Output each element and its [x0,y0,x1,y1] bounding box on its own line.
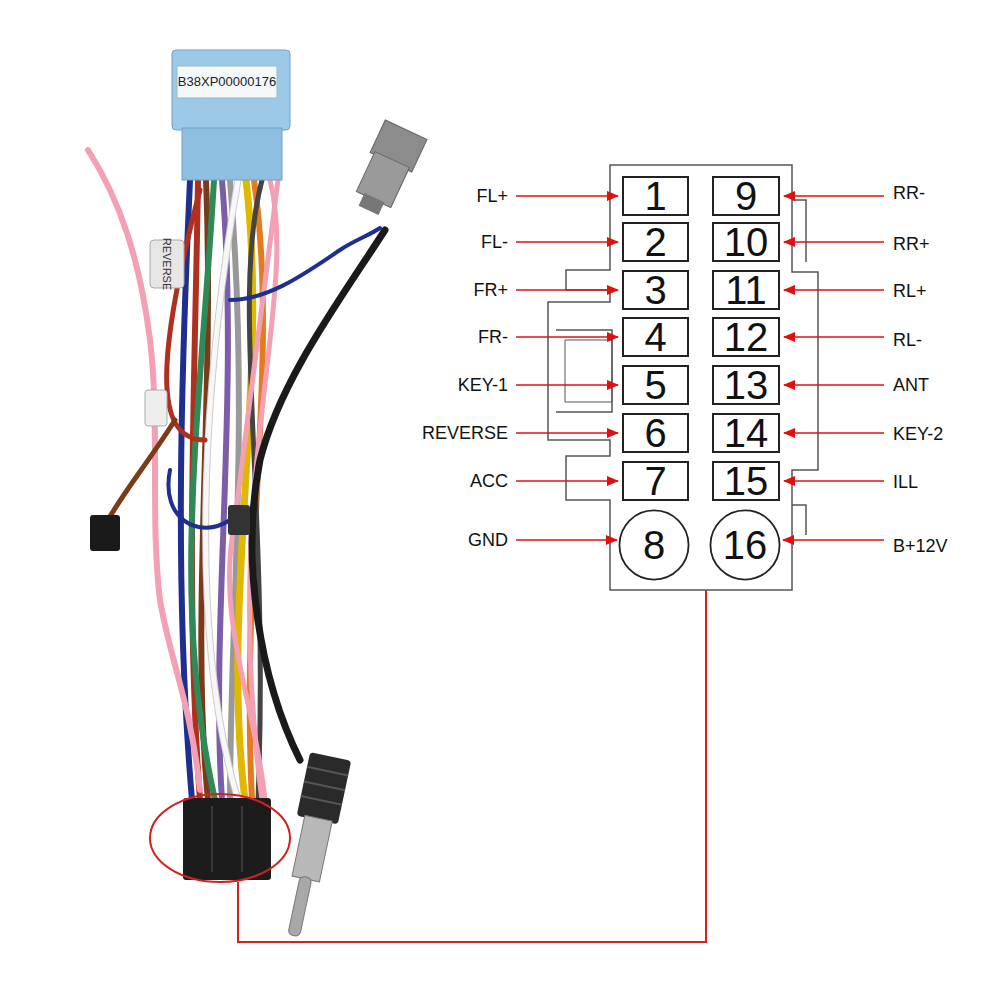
pin-number: 4 [644,317,666,357]
pin-number: 14 [724,413,769,453]
housing-rib [792,505,806,535]
pin-circle: 16 [709,509,781,581]
signal-name: KEY-1 [458,374,508,396]
pin-number: 11 [725,270,767,310]
pin-box: 3 [622,270,689,310]
connector-code: B38XP00000176 [178,71,276,93]
signal-name: ACC [470,470,508,492]
wire-tag-label: REVERSE [156,238,178,291]
signal-name: RR- [893,182,925,204]
pin-number: 13 [724,365,769,405]
pin-box: 12 [712,317,780,357]
signal-name: RR+ [893,233,930,255]
signal-name: FL- [481,231,508,253]
harness-plug [183,798,271,880]
pin-box: 5 [622,365,689,405]
pin-number: 2 [644,222,666,262]
pin-box: 1 [622,176,689,216]
pin-number: 6 [644,413,666,453]
link-line [238,590,706,942]
housing-rib [792,200,806,262]
pin-number: 7 [644,461,666,501]
signal-name: FR- [478,326,508,348]
signal-name: FR+ [473,279,508,301]
blue-connector [172,50,290,130]
small-plug [90,515,120,551]
pin-number: 12 [724,317,769,357]
pin-number: 9 [735,176,757,216]
pin-box: 10 [712,222,780,262]
signal-name: REVERSE [422,422,508,444]
pin-number: 16 [723,525,768,565]
pin-box: 15 [712,461,780,501]
pin-number: 1 [644,176,666,216]
pin-box: 2 [622,222,689,262]
pin-circle: 8 [618,509,690,581]
pin-number: 10 [724,222,769,262]
wire-bundle [88,150,385,800]
signal-name: RL- [893,329,922,351]
pin-box: 13 [712,365,780,405]
pin-box: 7 [622,461,689,501]
cable-clip [228,505,250,535]
pin-number: 8 [643,525,665,565]
signal-name: B+12V [893,535,948,557]
housing-latch [565,340,612,402]
signal-name: FL+ [476,185,508,207]
signal-name: ANT [893,374,929,396]
connector-sticker [177,66,277,98]
pin-number: 5 [644,365,666,405]
pin-box: 14 [712,413,780,453]
pin-box: 11 [712,270,780,310]
housing-latch [556,330,612,412]
wire-tag [145,390,167,426]
antenna-plug [272,752,351,940]
leader-arrows [516,196,884,540]
highlight-ellipse [150,794,290,882]
signal-name: GND [468,529,508,551]
pin-number: 15 [724,461,769,501]
pin-box: 4 [622,317,689,357]
grey-connector [348,120,427,220]
blue-connector-body [182,128,282,180]
signal-name: KEY-2 [893,423,943,445]
connector-housing [548,165,818,590]
signal-name: ILL [893,471,918,493]
pin-box: 6 [622,413,689,453]
pin-number: 3 [644,270,666,310]
pin-box: 9 [712,176,780,216]
signal-name: RL+ [893,280,927,302]
